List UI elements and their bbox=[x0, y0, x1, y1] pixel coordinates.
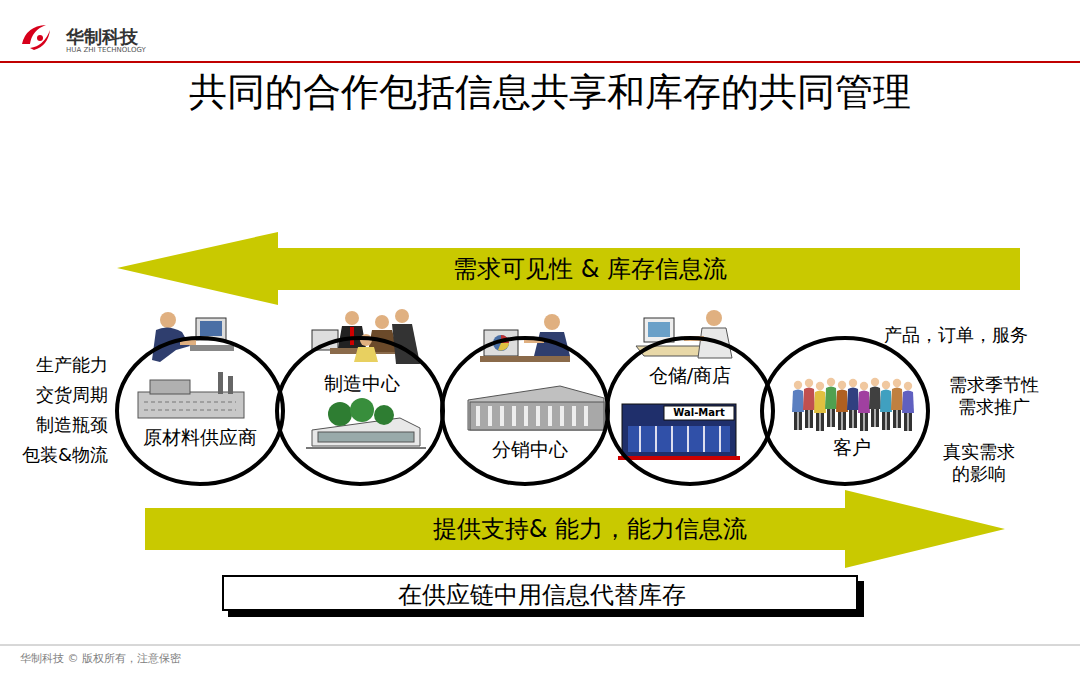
person-at-desk bbox=[636, 310, 732, 358]
customer-crowd bbox=[792, 378, 914, 431]
stage-circle bbox=[605, 336, 775, 486]
flow-label: 需求可见性 & 库存信息流 bbox=[453, 255, 727, 284]
supply-chain-stage: 分销中心 bbox=[440, 336, 610, 486]
header-rule bbox=[0, 61, 1080, 63]
stage-name: 原材料供应商 bbox=[143, 426, 257, 449]
slide-title: 共同的合作包括信息共享和库存的共同管理 bbox=[0, 70, 1080, 116]
stage-circle bbox=[275, 336, 445, 486]
stage-circle bbox=[760, 336, 930, 486]
supply-chain-stage: 原材料供应商 bbox=[115, 336, 285, 486]
footer-note: 华制科技 © 版权所有，注意保密 bbox=[20, 652, 420, 666]
demand-flow-arrow: 需求可见性 & 库存信息流 bbox=[117, 232, 1020, 305]
logo-text: 华制科技 bbox=[66, 26, 166, 48]
stage-circle bbox=[115, 336, 285, 486]
message-text: 在供应链中用信息代替库存 bbox=[398, 581, 686, 610]
supplier-factor: 生产能力 bbox=[8, 354, 108, 376]
customer-factor: 真实需求 的影响 bbox=[936, 441, 1022, 484]
factory-building bbox=[138, 372, 244, 418]
capacity-flow-arrow: 提供支持& 能力，能力信息流 bbox=[145, 490, 1005, 568]
store-sign: Wal-Mart bbox=[664, 406, 734, 419]
stage-name: 仓储/商店 bbox=[649, 364, 731, 387]
supplier-factor: 制造瓶颈 bbox=[8, 414, 108, 436]
supply-chain-stage: 仓储/商店 bbox=[605, 336, 775, 486]
customer-factor: 产品，订单，服务 bbox=[884, 324, 1074, 346]
distribution-warehouse bbox=[468, 386, 604, 430]
footer-rule bbox=[0, 645, 1080, 646]
key-message-box: 在供应链中用信息代替库存 bbox=[222, 575, 858, 611]
stage-name: 分销中心 bbox=[492, 438, 568, 461]
stage-name: 客户 bbox=[833, 436, 871, 459]
stage-name: 制造中心 bbox=[324, 372, 400, 395]
store-building bbox=[618, 404, 740, 460]
supplier-factor: 交货周期 bbox=[8, 384, 108, 406]
stage-circle bbox=[440, 336, 610, 486]
supply-chain-stage: 制造中心 bbox=[275, 336, 445, 486]
logo-mark bbox=[22, 25, 50, 50]
logo-subtitle: HUA ZHI TECHNOLOGY bbox=[66, 46, 186, 55]
supply-chain-stage: 客户 bbox=[760, 336, 930, 486]
supplier-factor: 包装&物流 bbox=[8, 444, 108, 466]
customer-factor: 需求季节性 需求推广 bbox=[938, 374, 1050, 417]
flow-label: 提供支持& 能力，能力信息流 bbox=[433, 515, 747, 544]
manufacturing-building bbox=[306, 398, 426, 448]
